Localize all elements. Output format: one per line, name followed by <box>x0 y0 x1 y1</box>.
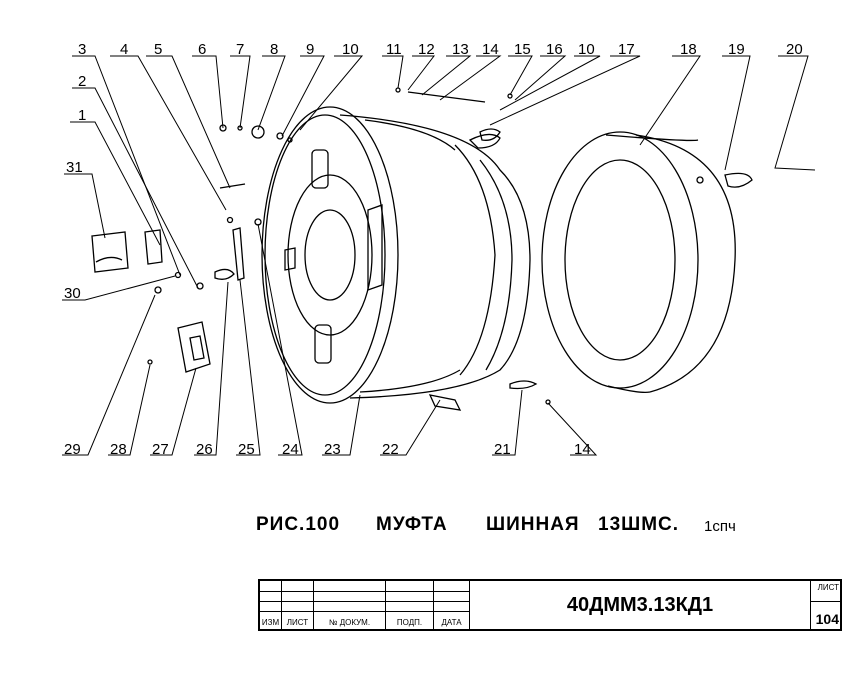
callout-20: 20 <box>786 41 803 58</box>
stamp-col-doc: № ДОКУМ. <box>314 581 386 629</box>
callout-10b: 10 <box>578 41 595 58</box>
callout-17: 17 <box>618 41 635 58</box>
callout-16: 16 <box>546 41 563 58</box>
sheet-box: ЛИСТ 104 <box>810 581 841 629</box>
callout-8: 8 <box>270 41 278 58</box>
callout-12: 12 <box>418 41 435 58</box>
callout-1: 1 <box>78 107 86 124</box>
stamp-col-list: ЛИСТ <box>282 581 314 629</box>
title-block: ИЗМ ЛИСТ № ДОКУМ. ПОДП. ДАТА 40ДММ3.13КД… <box>258 579 842 631</box>
callout-4: 4 <box>120 41 128 58</box>
caption-word-2: ШИННАЯ <box>486 514 580 535</box>
leader-lines <box>62 55 816 456</box>
callout-14b: 14 <box>574 441 591 458</box>
callout-26: 26 <box>196 441 213 458</box>
small-parts <box>91 87 551 411</box>
callout-21: 21 <box>494 441 511 458</box>
callout-7: 7 <box>236 41 244 58</box>
callout-5: 5 <box>154 41 162 58</box>
callout-15: 15 <box>514 41 531 58</box>
stamp-col-izm: ИЗМ <box>260 581 282 629</box>
callout-3: 3 <box>78 41 86 58</box>
callout-14a: 14 <box>482 41 499 58</box>
document-number: 40ДММ3.13КД1 <box>566 593 714 616</box>
callout-23: 23 <box>324 441 341 458</box>
callout-28: 28 <box>110 441 127 458</box>
stamp-col-sign: ПОДП. <box>386 581 434 629</box>
drum-body <box>261 106 531 404</box>
callout-30: 30 <box>64 285 81 302</box>
callout-2: 2 <box>78 73 86 90</box>
callout-9: 9 <box>306 41 314 58</box>
callout-13: 13 <box>452 41 469 58</box>
callout-19: 19 <box>728 41 745 58</box>
callout-29: 29 <box>64 441 81 458</box>
caption-word-1: МУФТА <box>376 514 448 535</box>
callout-27: 27 <box>152 441 169 458</box>
caption-code: 13ШМС. <box>598 514 680 535</box>
callout-11: 11 <box>386 41 402 58</box>
callout-6: 6 <box>198 41 206 58</box>
callout-10a: 10 <box>342 41 359 58</box>
callout-24: 24 <box>282 441 299 458</box>
caption-figure: РИС.100 <box>256 514 341 535</box>
callout-25: 25 <box>238 441 255 458</box>
callout-22: 22 <box>382 441 399 458</box>
stamp-col-date: ДАТА <box>434 581 470 629</box>
sheet-number: 104 <box>815 611 839 627</box>
sheet-label: ЛИСТ <box>817 583 839 592</box>
caption-suffix: 1спч <box>704 518 736 535</box>
callout-31: 31 <box>66 159 83 176</box>
tire-ring <box>541 131 753 394</box>
callout-labels: 1 2 3 4 5 6 7 8 9 10 10 11 12 13 14 14 1… <box>64 41 803 458</box>
callout-18: 18 <box>680 41 697 58</box>
